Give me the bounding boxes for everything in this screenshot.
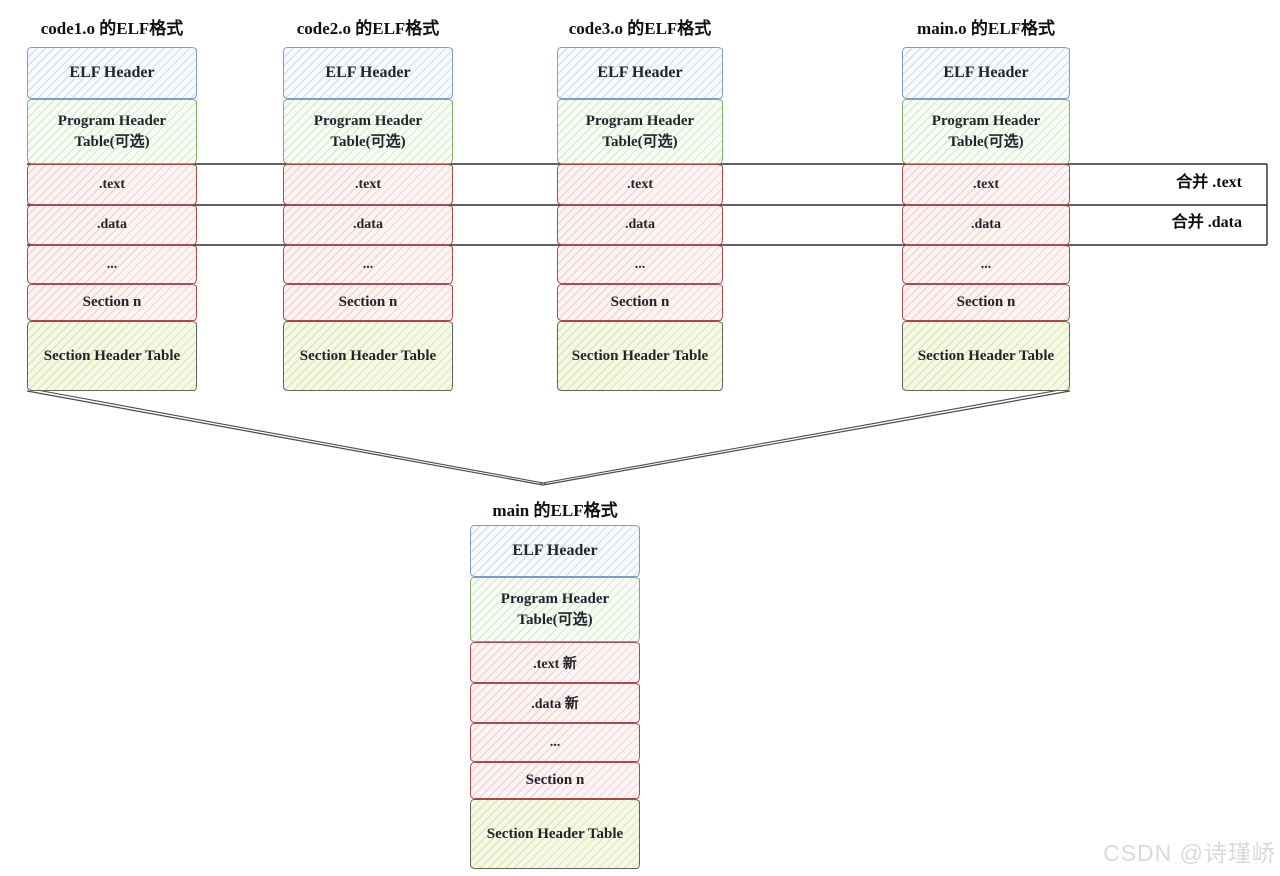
- main-elf-header-box: ELF Header: [470, 525, 640, 577]
- code2o-elf-header-box: ELF Header: [283, 47, 453, 99]
- code3o-elf-header-box: ELF Header: [557, 47, 723, 99]
- main-text-new-section-box: .text 新: [470, 642, 640, 683]
- funnel-left-line-2: [28, 387, 547, 485]
- code1o-data-section-box: .data: [27, 205, 197, 245]
- column-main-output: main 的ELF格式 ELF Header Program Header Ta…: [470, 501, 640, 869]
- maino-data-section-box: .data: [902, 205, 1070, 245]
- code2o-text-section-box: .text: [283, 164, 453, 205]
- merge-text-label: 合并 .text: [1176, 174, 1242, 191]
- main-ellipsis-section-box: ...: [470, 723, 640, 762]
- main-section-header-table-box: Section Header Table: [470, 799, 640, 869]
- funnel-right-line: [542, 390, 1071, 486]
- code3o-text-section-box: .text: [557, 164, 723, 205]
- code2o-section-header-table-box: Section Header Table: [283, 321, 453, 391]
- code2o-data-section-box: .data: [283, 205, 453, 245]
- column-main-output-title: main 的ELF格式: [492, 501, 618, 520]
- funnel-right-line-2: [539, 387, 1069, 485]
- funnel-left-line: [26, 390, 544, 486]
- maino-elf-header-box: ELF Header: [902, 47, 1070, 99]
- code1o-section-header-table-box: Section Header Table: [27, 321, 197, 391]
- maino-program-header-table-box: Program Header Table(可选): [902, 99, 1070, 164]
- code3o-section-header-table-box: Section Header Table: [557, 321, 723, 391]
- maino-ellipsis-section-box: ...: [902, 245, 1070, 284]
- maino-section-n-box: Section n: [902, 284, 1070, 321]
- column-code2o-title: code2.o 的ELF格式: [296, 19, 440, 38]
- code1o-ellipsis-section-box: ...: [27, 245, 197, 284]
- column-code3o: code3.o 的ELF格式 ELF Header Program Header…: [557, 19, 723, 391]
- column-code2o: code2.o 的ELF格式 ELF Header Program Header…: [283, 19, 453, 391]
- column-code1o-title: code1.o 的ELF格式: [40, 19, 184, 38]
- code2o-ellipsis-section-box: ...: [283, 245, 453, 284]
- code1o-section-n-box: Section n: [27, 284, 197, 321]
- code3o-data-section-box: .data: [557, 205, 723, 245]
- maino-text-section-box: .text: [902, 164, 1070, 205]
- code1o-program-header-table-box: Program Header Table(可选): [27, 99, 197, 164]
- code3o-section-n-box: Section n: [557, 284, 723, 321]
- merge-data-label: 合并 .data: [1171, 214, 1242, 231]
- code1o-text-section-box: .text: [27, 164, 197, 205]
- main-section-n-box: Section n: [470, 762, 640, 799]
- csdn-watermark: CSDN @诗瑾峤: [1103, 840, 1276, 866]
- column-maino: main.o 的ELF格式 ELF Header Program Header …: [902, 19, 1070, 391]
- code3o-program-header-table-box: Program Header Table(可选): [557, 99, 723, 164]
- maino-section-header-table-box: Section Header Table: [902, 321, 1070, 391]
- code2o-program-header-table-box: Program Header Table(可选): [283, 99, 453, 164]
- main-data-new-section-box: .data 新: [470, 683, 640, 723]
- column-code1o: code1.o 的ELF格式 ELF Header Program Header…: [27, 19, 197, 391]
- column-maino-title: main.o 的ELF格式: [917, 19, 1055, 38]
- main-program-header-table-box: Program Header Table(可选): [470, 577, 640, 642]
- code2o-section-n-box: Section n: [283, 284, 453, 321]
- code1o-elf-header-box: ELF Header: [27, 47, 197, 99]
- column-code3o-title: code3.o 的ELF格式: [568, 19, 712, 38]
- code3o-ellipsis-section-box: ...: [557, 245, 723, 284]
